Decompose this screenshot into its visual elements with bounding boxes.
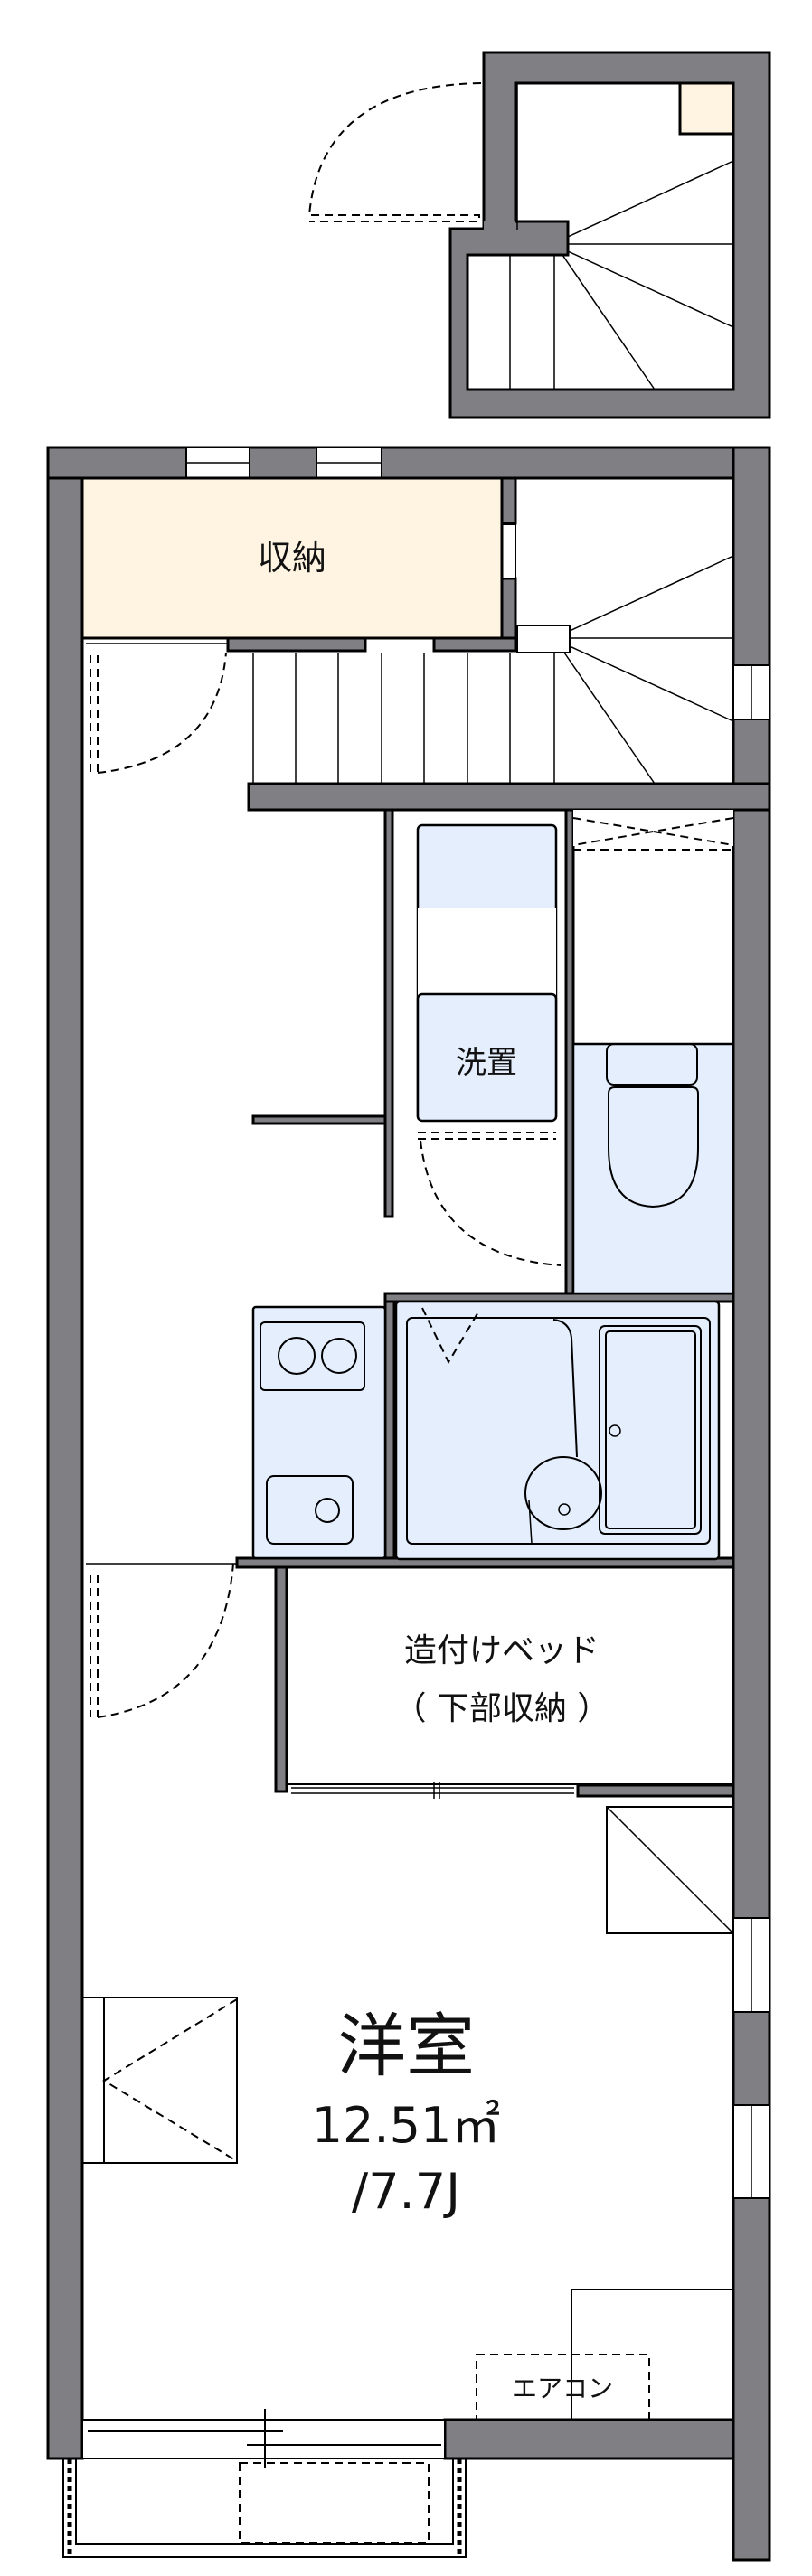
aircon-unit	[476, 2354, 650, 2421]
balcony	[62, 2458, 467, 2558]
upper-stairs	[509, 83, 734, 390]
room-name-label: 洋室	[337, 2006, 475, 2086]
washer-label: 洗置	[456, 1045, 517, 1081]
storage-label: 収納	[258, 538, 326, 578]
upper-wall-stub	[484, 221, 515, 232]
storage-door-swing[interactable]	[90, 652, 227, 774]
upper-storage-square	[678, 81, 735, 136]
closet-door-swing	[102, 1998, 238, 2162]
toilet-tank-icon	[606, 1043, 698, 1086]
western-room	[81, 1806, 734, 2421]
storage-closet	[80, 476, 504, 640]
drain-icon	[315, 1498, 340, 1523]
main-walls	[46, 446, 771, 2562]
washbasin-icon	[524, 1456, 602, 1530]
main-stairs	[252, 555, 734, 785]
room-tatami-label: /7.7J	[352, 2163, 460, 2220]
entrance-door-swing[interactable]	[307, 82, 482, 222]
bathroom-unit	[394, 1300, 721, 1561]
bed-label-line1: 造付けベッド	[404, 1632, 600, 1669]
kitchen-counter	[251, 1305, 387, 1560]
sink-icon	[266, 1475, 354, 1545]
toilet-room	[571, 1042, 735, 1295]
toilet-bowl-icon	[608, 1086, 699, 1208]
room-area-label: 12.51㎡	[312, 2097, 501, 2154]
built-in-bed	[286, 1566, 734, 1785]
outdoor-unit-space	[239, 2462, 430, 2543]
bath-door-swing	[421, 1307, 480, 1365]
closet-unit	[81, 1997, 238, 2164]
washroom-door-swing[interactable]	[418, 1132, 562, 1266]
burner-icon	[321, 1338, 357, 1374]
bed-label-line2: （ 下部収納 ）	[394, 1690, 610, 1727]
burner-icon	[278, 1337, 316, 1375]
windows	[185, 447, 770, 2199]
balcony-door[interactable]	[81, 2409, 446, 2468]
room-door-swing[interactable]	[90, 1563, 234, 1718]
aircon-label: エアコン	[512, 2374, 613, 2403]
upper-stair-block	[307, 51, 771, 419]
